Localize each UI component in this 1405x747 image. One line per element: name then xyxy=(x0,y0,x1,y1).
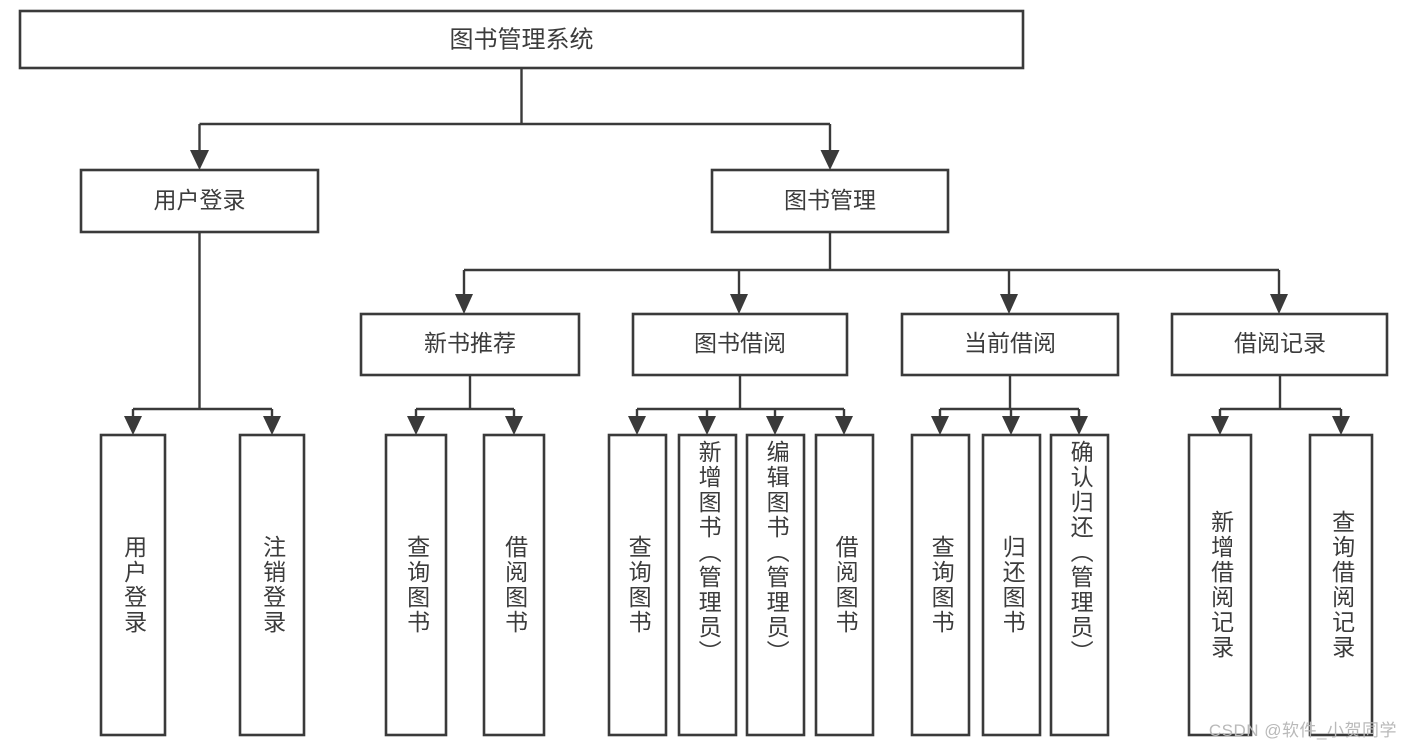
node-user-login-box[interactable] xyxy=(79,168,320,234)
connector-group-book-borrow xyxy=(628,375,853,435)
arrowhead-leaf-add-book xyxy=(698,416,716,435)
csdn-watermark: CSDN @软件_小贺同学 xyxy=(1208,721,1397,740)
arrowhead-new-book-rec xyxy=(455,294,473,314)
connector-group-current-borrow xyxy=(931,375,1088,435)
leaf-box-edit-book[interactable] xyxy=(745,433,806,737)
node-user-login[interactable]: 用户登录 xyxy=(79,168,320,234)
node-new-book-rec-label: 新书推荐 xyxy=(424,330,516,356)
arrowhead-leaf-borrow-book-2 xyxy=(835,416,853,435)
arrowhead-leaf-edit-book xyxy=(766,416,784,435)
node-book-manage-label: 图书管理 xyxy=(784,187,876,213)
node-current-borrow-label: 当前借阅 xyxy=(964,330,1056,356)
arrowhead-leaf-user-login xyxy=(124,416,142,435)
arrowhead-leaf-return-book xyxy=(1002,416,1020,435)
node-book-manage-box[interactable] xyxy=(710,168,950,234)
arrowhead-leaf-query-record xyxy=(1332,416,1350,435)
leaf-box-query-record[interactable] xyxy=(1308,433,1374,737)
node-root-box[interactable] xyxy=(18,9,1025,70)
node-book-borrow-box[interactable] xyxy=(631,312,849,377)
node-book-borrow[interactable]: 图书借阅 xyxy=(631,312,849,377)
leaf-box-user-login[interactable] xyxy=(99,433,167,737)
arrowhead-leaf-add-record xyxy=(1211,416,1229,435)
arrowhead-book-borrow xyxy=(730,294,748,314)
leaf-box-query-book-3[interactable] xyxy=(910,433,971,737)
node-new-book-rec[interactable]: 新书推荐 xyxy=(359,312,581,377)
node-root[interactable]: 图书管理系统 xyxy=(18,9,1025,70)
node-root-label: 图书管理系统 xyxy=(450,26,594,53)
connector-group-root xyxy=(190,68,840,170)
node-new-book-rec-box[interactable] xyxy=(359,312,581,377)
arrowhead-book-manage xyxy=(820,150,840,170)
leaf-box-add-book[interactable] xyxy=(677,433,738,737)
node-book-borrow-label: 图书借阅 xyxy=(694,330,786,356)
node-borrow-record-label: 借阅记录 xyxy=(1234,330,1326,356)
arrowhead-leaf-query-book-2 xyxy=(628,416,646,435)
arrowhead-leaf-logout-login xyxy=(263,416,281,435)
connector-group-borrow-record xyxy=(1211,375,1350,435)
node-borrow-record[interactable]: 借阅记录 xyxy=(1170,312,1389,377)
leaf-boxes xyxy=(99,433,1374,737)
node-book-manage[interactable]: 图书管理 xyxy=(710,168,950,234)
arrowhead-leaf-query-book-1 xyxy=(407,416,425,435)
arrowhead-leaf-borrow-book-1 xyxy=(505,416,523,435)
arrowhead-leaf-confirm-return xyxy=(1070,416,1088,435)
leaf-box-logout-login[interactable] xyxy=(238,433,306,737)
arrowhead-leaf-query-book-3 xyxy=(931,416,949,435)
leaf-box-query-book-1[interactable] xyxy=(384,433,448,737)
leaf-box-borrow-book-1[interactable] xyxy=(482,433,546,737)
connector-group-book-manage xyxy=(455,232,1288,314)
node-current-borrow[interactable]: 当前借阅 xyxy=(900,312,1120,377)
leaf-box-query-book-2[interactable] xyxy=(607,433,668,737)
leaf-box-borrow-book-2[interactable] xyxy=(814,433,875,737)
leaf-box-return-book[interactable] xyxy=(981,433,1042,737)
connector-group-user-login xyxy=(124,232,281,435)
connector-group-new-book-rec xyxy=(407,375,523,435)
node-current-borrow-box[interactable] xyxy=(900,312,1120,377)
arrowhead-current-borrow xyxy=(1000,294,1018,314)
leaf-box-add-record[interactable] xyxy=(1187,433,1253,737)
node-borrow-record-box[interactable] xyxy=(1170,312,1389,377)
arrowhead-borrow-record xyxy=(1270,294,1288,314)
leaf-box-confirm-return[interactable] xyxy=(1049,433,1110,737)
arrowhead-user-login xyxy=(190,150,209,170)
node-user-login-label: 用户登录 xyxy=(154,187,246,213)
